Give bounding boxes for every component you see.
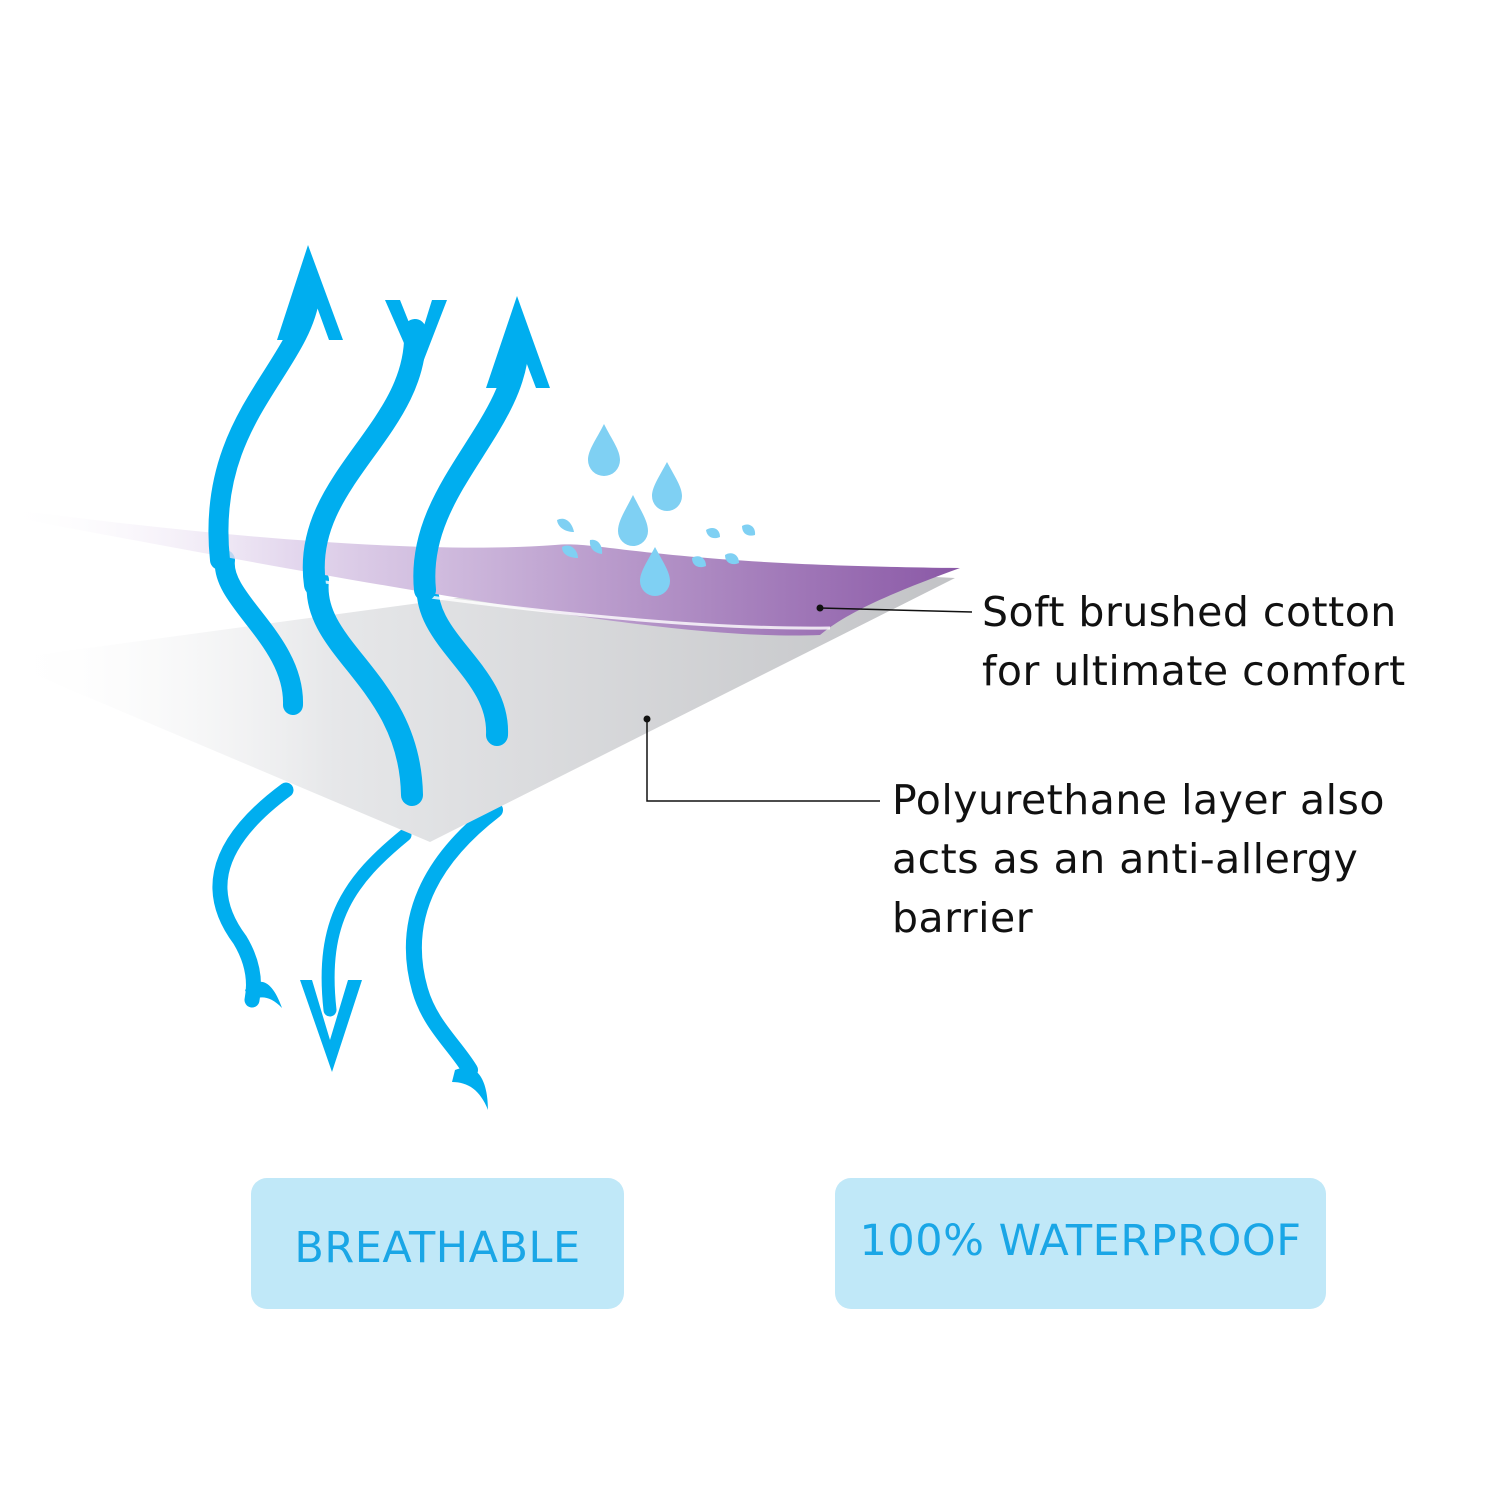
polyurethane-layer-label: Polyurethane layer also acts as an anti-… [892, 776, 1385, 942]
airflow-left-lower [214, 550, 304, 715]
airflow-arrow-icon [208, 285, 529, 601]
water-drop-1 [588, 424, 620, 476]
water-splash-4 [706, 528, 720, 539]
water-drop-2 [652, 462, 682, 511]
airflow-up-arrowhead-left [277, 245, 343, 340]
airflow-right-upper [413, 334, 529, 601]
airflow-arrow-icon [214, 550, 509, 806]
airflow-down-arrowhead [300, 980, 362, 1072]
water-drop-3 [618, 495, 648, 546]
airflow-arrow-icon [277, 245, 550, 388]
water-splash-6 [692, 556, 706, 568]
breathable-badge-label: BREATHABLE [294, 1222, 581, 1273]
airflow-middle-upper [302, 319, 427, 596]
waterproof-badge-label: 100% WATERPROOF [859, 1215, 1302, 1266]
water-droplet-icon [557, 424, 756, 596]
water-splash-7 [725, 553, 739, 565]
airflow-arrow-icon [212, 782, 503, 1078]
airflow-tail-middle [321, 828, 412, 1017]
water-splash-3 [589, 539, 603, 554]
water-splash-5 [742, 524, 756, 536]
cotton-layer-edge [279, 573, 831, 630]
cotton-layer-label: Soft brushed cotton for ultimate comfort [982, 588, 1406, 695]
callout-leader-polyurethane [643, 715, 880, 802]
waterproof-badge: 100% WATERPROOF [835, 1178, 1326, 1309]
breathable-badge: BREATHABLE [251, 1178, 624, 1309]
airflow-left-upper [208, 285, 320, 570]
airflow-tail-flick-left [245, 981, 282, 1008]
water-splash-2 [562, 545, 578, 558]
airflow-tail-left [212, 782, 294, 1008]
cotton-layer [0, 508, 960, 636]
airflow-down-arrowhead-middle [385, 300, 447, 375]
airflow-middle-lower [306, 569, 423, 806]
water-drop-4 [640, 547, 670, 596]
airflow-arrow-icon [245, 980, 488, 1110]
airflow-right-lower [416, 569, 509, 746]
airflow-up-arrowhead-right [486, 296, 550, 388]
airflow-tail-flick-right [452, 1067, 488, 1110]
callout-leader-cotton [816, 604, 973, 613]
airflow-tail-right [405, 802, 503, 1078]
water-splash-1 [557, 518, 574, 532]
polyurethane-layer [0, 565, 955, 842]
